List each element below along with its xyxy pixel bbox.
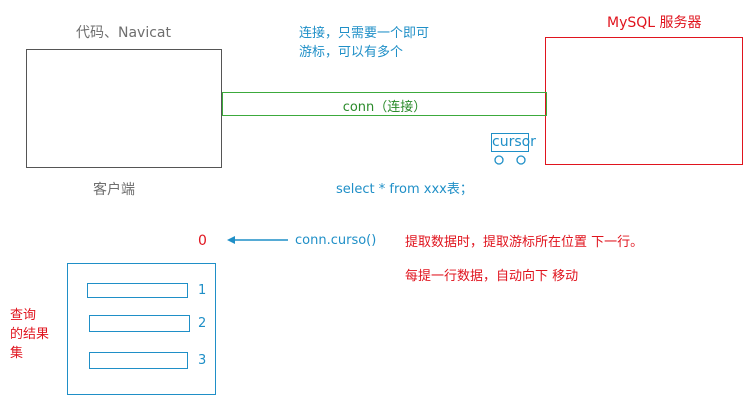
- connection-note-line2: 游标，可以有多个: [299, 45, 404, 60]
- result-row-number: 1: [198, 283, 207, 298]
- cursor-label: cursor: [492, 134, 536, 150]
- result-set-box: [67, 263, 216, 395]
- cursor-box: [491, 133, 529, 152]
- fetch-note2: 每提一行数据，自动向下 移动: [405, 269, 579, 284]
- result-row: [89, 352, 188, 369]
- query-sql: select * from xxx表；: [336, 182, 473, 197]
- result-set-label-line1: 查询: [10, 308, 37, 323]
- client-title: 代码、Navicat: [76, 25, 171, 41]
- connection-label: conn（连接）: [342, 100, 427, 115]
- connection-note-line1: 连接，只需要一个即可: [299, 26, 430, 41]
- result-row: [89, 315, 190, 332]
- cursor-wheels-icon: [494, 155, 526, 165]
- result-set-label-line2: 的结果: [10, 327, 50, 342]
- result-row-number: 3: [198, 353, 207, 368]
- fetch-call: conn.curso(): [295, 233, 377, 248]
- fetch-result-value: 0: [198, 233, 207, 249]
- result-row-number: 2: [198, 316, 207, 331]
- server-box: [545, 37, 743, 165]
- client-caption: 客户端: [93, 182, 135, 198]
- server-title: MySQL 服务器: [607, 15, 702, 31]
- client-box: [26, 49, 222, 168]
- result-row: [87, 283, 188, 298]
- connection-bar: [222, 92, 547, 116]
- result-set-label-line3: 集: [10, 346, 24, 361]
- fetch-arrow-icon: [227, 236, 288, 244]
- fetch-note1: 提取数据时，提取游标所在位置 下一行。: [405, 235, 644, 250]
